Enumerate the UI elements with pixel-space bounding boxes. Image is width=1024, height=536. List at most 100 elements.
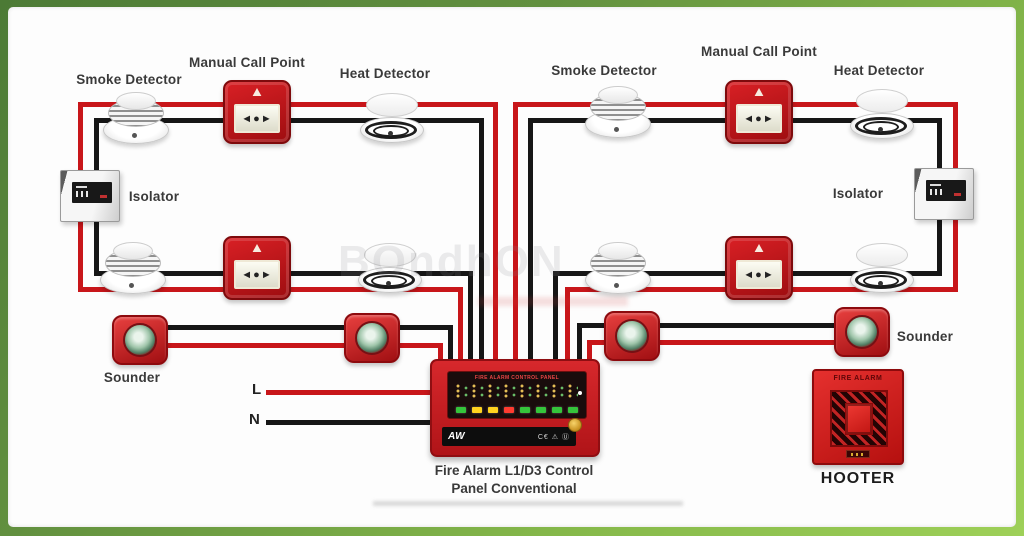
hooter-grille bbox=[830, 390, 888, 447]
sounder-horn bbox=[355, 321, 389, 355]
panel-indicator-0 bbox=[456, 407, 466, 413]
flame-icon bbox=[252, 88, 262, 96]
wire-sounder-left-black-v bbox=[448, 325, 453, 365]
panel-indicator-6 bbox=[552, 407, 562, 413]
wire-loop2-center-row2-black bbox=[553, 271, 558, 367]
heat-detector-led bbox=[878, 281, 883, 286]
smoke-detector-led bbox=[614, 127, 619, 132]
smoke-detector-left-top bbox=[103, 92, 169, 144]
hooter-device: FIRE ALARM bbox=[812, 369, 904, 465]
wire-sounder-left-black-h bbox=[168, 325, 453, 330]
panel-power-led bbox=[578, 391, 582, 395]
heat-detector-ring-outer bbox=[855, 117, 907, 135]
label-live-wire: L bbox=[252, 381, 262, 398]
watermark-subtext-blur bbox=[478, 297, 628, 306]
heat-detector-cap bbox=[364, 243, 416, 267]
panel-cert-marks: C€ ⚠ Ⓤ bbox=[537, 433, 570, 441]
isolator-left bbox=[60, 170, 120, 222]
panel-display: FIRE ALARM CONTROL PANEL bbox=[447, 371, 587, 419]
mcp-break-glass: ◄●► bbox=[234, 104, 280, 133]
sounder-horn bbox=[845, 315, 879, 349]
label-sounder-left: Sounder bbox=[103, 370, 161, 385]
smoke-detector-cap bbox=[113, 242, 153, 260]
manual-call-point-right-bottom: ◄●► bbox=[725, 236, 793, 300]
flame-icon bbox=[252, 244, 262, 252]
panel-keyswitch bbox=[568, 418, 582, 432]
wire-loop1-center-top-red bbox=[493, 102, 498, 367]
wire-live-wire-red bbox=[266, 390, 432, 395]
panel-indicator-row bbox=[456, 407, 578, 413]
heat-detector-led bbox=[386, 281, 391, 286]
mcp-break-glass: ◄●► bbox=[234, 260, 280, 289]
heat-detector-led bbox=[878, 127, 883, 132]
sounder-horn bbox=[123, 323, 157, 357]
label-neutral-wire: N bbox=[249, 411, 260, 428]
label-sounder-right: Sounder bbox=[896, 329, 954, 344]
heat-detector-ring-inner bbox=[373, 125, 409, 137]
heat-detector-left-top bbox=[360, 93, 424, 143]
smoke-detector-cap bbox=[116, 92, 156, 110]
panel-display-title: FIRE ALARM CONTROL PANEL bbox=[474, 375, 560, 381]
label-manual-call-point-right: Manual Call Point bbox=[701, 44, 817, 59]
bottom-faint-text-blur bbox=[373, 501, 683, 506]
label-hooter: HOOTER bbox=[820, 470, 896, 487]
label-smoke-detector-left: Smoke Detector bbox=[76, 72, 182, 87]
wire-sounder-right-red-h bbox=[587, 340, 868, 345]
sounder-horn bbox=[615, 319, 649, 353]
manual-call-point-left-top: ◄●► bbox=[223, 80, 291, 144]
heat-detector-ring-inner bbox=[863, 121, 899, 133]
isolator-display bbox=[72, 182, 112, 203]
panel-indicator-2 bbox=[488, 407, 498, 413]
wire-loop2-center-row2-red bbox=[565, 287, 570, 367]
heat-detector-led bbox=[388, 131, 393, 136]
wire-loop1-center-top-black bbox=[479, 118, 484, 367]
heat-detector-ring-outer bbox=[365, 121, 417, 139]
label-smoke-detector-right: Smoke Detector bbox=[551, 63, 657, 78]
diagram-canvas: BOndhON ◄●► ◄●► bbox=[8, 7, 1016, 527]
label-isolator-right: Isolator bbox=[832, 186, 884, 201]
smoke-detector-led bbox=[614, 283, 619, 288]
isolator-right bbox=[914, 168, 974, 220]
mcp-break-glass: ◄●► bbox=[736, 104, 782, 133]
flame-icon bbox=[754, 88, 764, 96]
sounder-left-1 bbox=[112, 315, 168, 365]
manual-call-point-left-bottom: ◄●► bbox=[223, 236, 291, 300]
panel-indicator-3 bbox=[504, 407, 514, 413]
panel-led-matrix bbox=[456, 384, 578, 399]
heat-detector-cap bbox=[856, 243, 908, 267]
wire-loop2-center-top-red bbox=[513, 102, 518, 367]
wire-neutral-wire-black bbox=[266, 420, 432, 425]
sounder-left-2 bbox=[344, 313, 400, 363]
smoke-detector-left-bottom bbox=[100, 242, 166, 294]
panel-indicator-5 bbox=[536, 407, 546, 413]
wire-sounder-left-red-h bbox=[168, 343, 443, 348]
panel-caption-line2: Panel Conventional bbox=[451, 480, 577, 496]
panel-caption-line1: Fire Alarm L1/D3 Control bbox=[434, 463, 594, 478]
panel-badge-strip: AW C€ ⚠ Ⓤ bbox=[442, 427, 576, 446]
heat-detector-left-bottom bbox=[358, 243, 422, 293]
fire-alarm-control-panel: FIRE ALARM CONTROL PANEL AW C€ ⚠ Ⓤ bbox=[430, 359, 600, 457]
panel-brand-logo: AW bbox=[448, 431, 466, 442]
hooter-rating-tag bbox=[846, 450, 870, 458]
wire-sounder-right-black-h bbox=[577, 323, 868, 328]
heat-detector-right-top bbox=[850, 89, 914, 139]
sounder-right-1 bbox=[604, 311, 660, 361]
smoke-detector-right-bottom bbox=[585, 242, 651, 294]
label-heat-detector-right: Heat Detector bbox=[833, 63, 925, 78]
heat-detector-right-bottom bbox=[850, 243, 914, 293]
wire-sounder-left-red-v bbox=[438, 343, 443, 365]
wire-sounder-right-black-v bbox=[577, 323, 582, 365]
heat-detector-cap bbox=[366, 93, 418, 117]
heat-detector-cap bbox=[856, 89, 908, 113]
heat-detector-ring-inner bbox=[371, 275, 407, 287]
panel-caption: Fire Alarm L1/D3 Control Panel Conventio… bbox=[408, 462, 620, 497]
panel-indicator-7 bbox=[568, 407, 578, 413]
heat-detector-ring-outer bbox=[363, 271, 415, 289]
label-heat-detector-left: Heat Detector bbox=[339, 66, 431, 81]
panel-indicator-4 bbox=[520, 407, 530, 413]
hooter-grille-center bbox=[845, 402, 873, 435]
smoke-detector-right-top bbox=[585, 86, 651, 138]
smoke-detector-cap bbox=[598, 242, 638, 260]
smoke-detector-led bbox=[132, 133, 137, 138]
